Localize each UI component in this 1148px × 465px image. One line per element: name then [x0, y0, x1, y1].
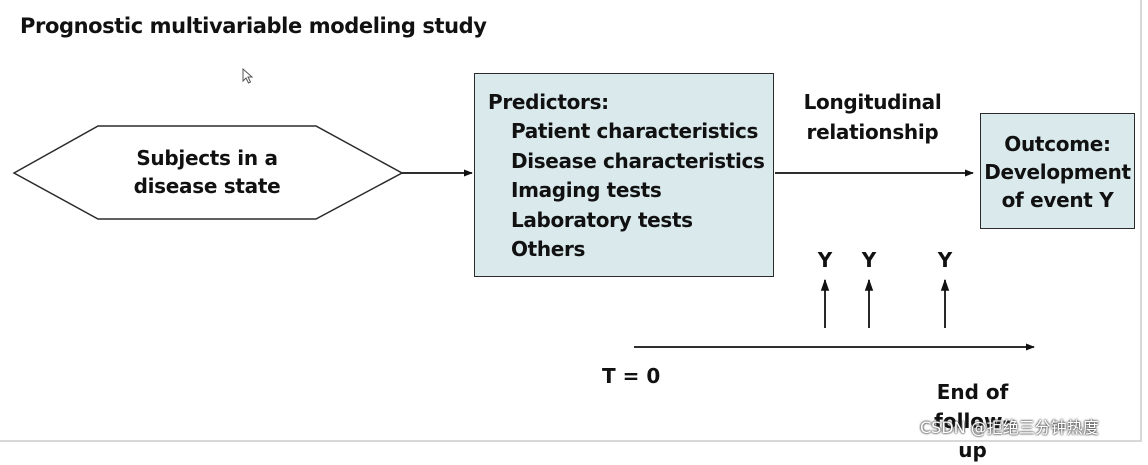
event-label-1: Y	[817, 248, 833, 272]
event-label-2: Y	[861, 248, 877, 272]
event-label-3: Y	[937, 248, 953, 272]
subjects-label: Subjects in a disease state	[62, 144, 352, 200]
predictors-heading: Predictors:	[488, 90, 609, 114]
predictors-list: Patient characteristics Disease characte…	[488, 117, 773, 265]
timeline-end-line-1: End of	[936, 380, 1009, 404]
predictor-item: Laboratory tests	[511, 207, 693, 232]
watermark: CSDN @拒绝三分钟热度	[920, 418, 1099, 437]
outcome-box: Outcome: Development of event Y	[980, 113, 1135, 229]
relationship-line-2: relationship	[806, 120, 939, 144]
diagram-title: Prognostic multivariable modeling study	[20, 14, 487, 38]
subjects-line-1: Subjects in a	[136, 146, 278, 170]
predictor-item: Disease characteristics	[511, 148, 765, 173]
predictor-item: Patient characteristics	[511, 119, 759, 143]
predictors-box: Predictors: Patient characteristics Dise…	[474, 73, 774, 277]
predictor-item: Others	[511, 237, 586, 261]
predictor-item: Imaging tests	[511, 178, 662, 202]
subjects-line-2: disease state	[133, 174, 281, 198]
outcome-line-3: of event Y	[1001, 188, 1114, 212]
relationship-line-1: Longitudinal	[803, 90, 942, 114]
timeline-start-label: T = 0	[602, 364, 661, 388]
outcome-line-1: Outcome:	[1004, 132, 1111, 156]
connector-layer	[12, 125, 1035, 351]
mouse-cursor-icon	[242, 68, 254, 84]
outcome-line-2: Development	[984, 160, 1131, 184]
relationship-label: Longitudinal relationship	[800, 87, 945, 147]
